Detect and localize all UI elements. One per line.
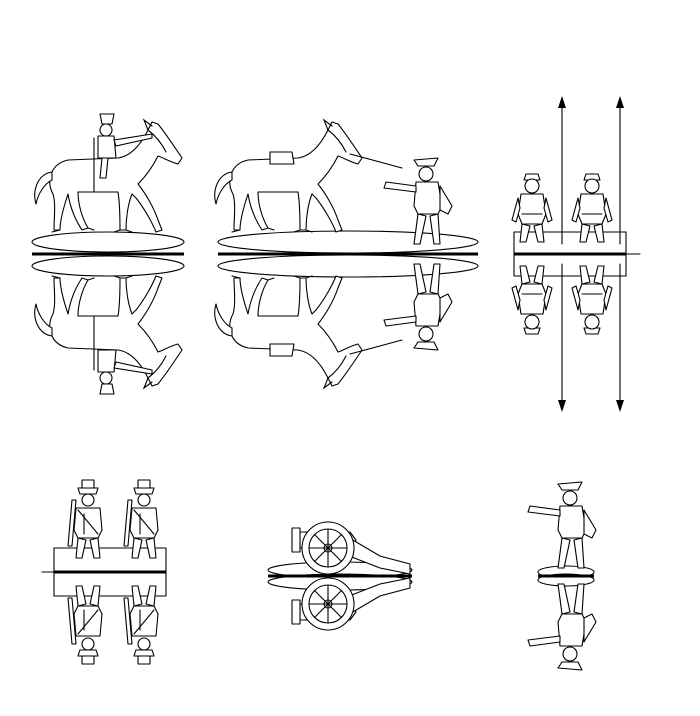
cavalry-trooper <box>31 113 185 395</box>
pikemen-pair <box>511 95 641 413</box>
officer-pointing <box>527 481 597 671</box>
field-cannon <box>267 521 413 631</box>
horse-handler <box>214 119 479 389</box>
musketeers-pair <box>41 479 167 665</box>
